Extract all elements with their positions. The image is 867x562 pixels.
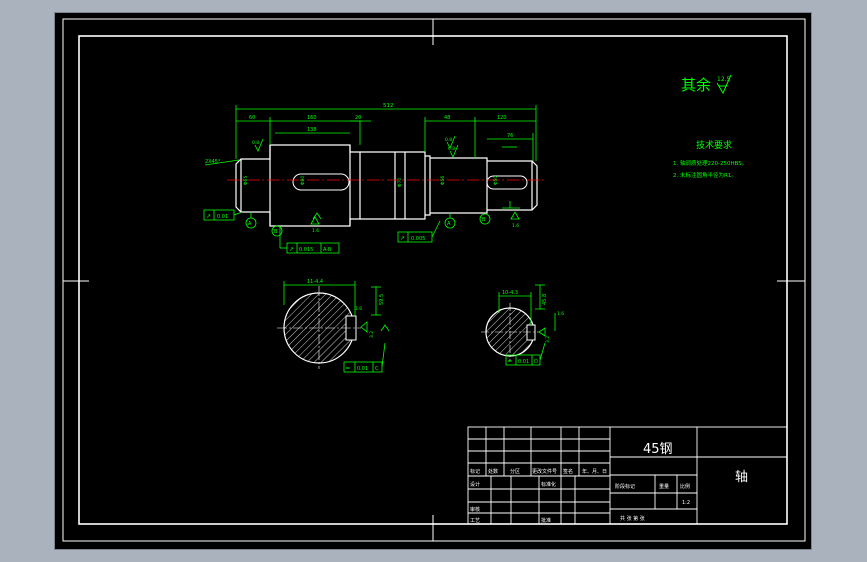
tol-frame-b xyxy=(279,226,340,254)
datum-b2-label: B xyxy=(482,217,486,223)
section-view-a: 11-4.4 59.5 1.6 3.2 ═ 0.01 C xyxy=(277,279,390,373)
roughness-marks xyxy=(254,135,520,225)
title-block: 45钢 轴 标记 处数 分区 更改文件号 签名 年、月、日 设计 标准化 审核 … xyxy=(467,426,788,525)
title-approve: 批准 xyxy=(541,517,551,524)
title-stage: 阶段标记 xyxy=(615,483,635,490)
section-b-tol-value: 0.01 xyxy=(518,359,529,365)
svg-text:分区: 分区 xyxy=(510,468,520,475)
section-a-tol-datum: C xyxy=(375,366,379,372)
section-b-rough2: 3.2 xyxy=(545,336,551,343)
other-roughness-value: 12.5 xyxy=(717,76,731,83)
title-scale-value: 1:2 xyxy=(682,500,690,506)
rough-0.8-b: 0.8 xyxy=(445,137,452,143)
dim-120: 120 xyxy=(497,115,507,121)
diameter-labels: Φ65 Φ80 Φ70 Φ56 Φ50 xyxy=(243,176,499,187)
other-roughness-note: 其余 12.5 xyxy=(681,74,732,95)
section-a-top-dim: 11-4.4 xyxy=(307,279,323,285)
title-sheets: 共 张 第 张 xyxy=(620,515,645,522)
section-a-rough2: 3.2 xyxy=(369,331,375,338)
section-b-tol-symbol: ═ xyxy=(507,358,512,365)
title-material: 45钢 xyxy=(643,442,673,457)
svg-text:Φ56: Φ56 xyxy=(440,176,446,185)
drawing-viewport[interactable]: 其余 12.5 技术要求 1. 轴调质处理220-250HBS。 2. 未标注圆… xyxy=(55,13,811,549)
shaft-outline xyxy=(235,144,538,227)
title-process: 工艺 xyxy=(470,518,480,524)
roughness-symbol-icon xyxy=(716,74,732,95)
title-row-labels: 标记 处数 分区 更改文件号 签名 年、月、日 xyxy=(470,468,607,475)
datum-a2-label: A xyxy=(447,221,451,227)
section-a-tol-symbol: ═ xyxy=(345,365,350,372)
rough-0.8-a: 0.8 xyxy=(252,140,259,146)
tol-a-symbol: ↗ xyxy=(206,213,211,220)
section-b-side-dim: 45.8 xyxy=(542,294,548,305)
section-view-b: 10-4.3 45.8 1.6 3.2 ═ 0.01 D xyxy=(481,284,564,366)
chamfer-leader xyxy=(204,159,240,166)
dim-overall-text: 512 xyxy=(383,103,394,109)
dim-48: 48 xyxy=(444,115,450,121)
keyway-a xyxy=(292,173,350,191)
tol-frame-a xyxy=(203,209,243,221)
svg-text:Φ65: Φ65 xyxy=(243,176,249,185)
rough-1.6-a: 1.6 xyxy=(312,228,319,234)
other-surface-label: 其余 xyxy=(681,76,711,94)
tech-item-2: 2. 未标注圆角半径为R1。 xyxy=(673,171,737,179)
svg-text:年、月、日: 年、月、日 xyxy=(582,468,607,475)
svg-text:更改文件号: 更改文件号 xyxy=(532,468,557,475)
section-b-dims xyxy=(498,284,556,366)
keyway-b xyxy=(486,175,528,190)
tol-frame-c xyxy=(397,220,441,243)
tech-title: 技术要求 xyxy=(696,139,732,151)
tol-c-value: 0.005 xyxy=(411,236,425,242)
datum-markers xyxy=(245,212,491,237)
dim-76: 76 xyxy=(507,133,513,139)
title-review: 审核 xyxy=(470,506,480,513)
rough-0.8-c: 0.8 xyxy=(448,146,455,152)
tol-a-value: 0.01 xyxy=(217,214,228,220)
title-part-name: 轴 xyxy=(735,470,748,485)
tol-b-symbol: ↗ xyxy=(289,246,294,253)
title-standard: 标准化 xyxy=(541,481,556,488)
section-a-tol-value: 0.01 xyxy=(357,366,368,372)
svg-text:标记: 标记 xyxy=(470,468,480,475)
dim-overall xyxy=(235,105,537,161)
chamfer-text: 2X45° xyxy=(205,159,221,165)
section-b-rough: 1.6 xyxy=(557,311,564,317)
title-design: 设计 xyxy=(470,481,480,488)
dim-segments xyxy=(236,117,536,161)
dim-138: 138 xyxy=(307,127,317,133)
keyway-dims xyxy=(502,146,520,209)
outer-frame xyxy=(62,18,806,542)
dim-160: 160 xyxy=(307,115,317,121)
title-scale: 比例 xyxy=(680,483,690,490)
svg-text:签名: 签名 xyxy=(563,468,573,475)
dim-60: 60 xyxy=(249,115,255,121)
section-a-side-dim: 59.5 xyxy=(379,294,385,305)
tol-c-symbol: ↗ xyxy=(400,235,405,242)
title-weight: 重量 xyxy=(659,483,669,490)
shaft-main-view: 512 60 160 138 20 48 120 76 2X45° xyxy=(203,103,547,254)
rough-1.6-b: 1.6 xyxy=(512,223,519,229)
tol-b-value: 0.015 xyxy=(299,247,313,253)
tol-b-datum: A-B xyxy=(323,247,332,253)
tech-requirements: 技术要求 1. 轴调质处理220-250HBS。 2. 未标注圆角半径为R1。 xyxy=(673,139,747,179)
center-marks xyxy=(63,19,805,541)
cad-drawing: 其余 12.5 技术要求 1. 轴调质处理220-250HBS。 2. 未标注圆… xyxy=(62,18,806,542)
svg-text:处数: 处数 xyxy=(488,468,498,475)
section-b-top-dim: 10-4.3 xyxy=(502,290,518,296)
section-b-tol-datum: D xyxy=(534,359,538,365)
svg-text:Φ50: Φ50 xyxy=(493,176,499,185)
svg-text:Φ80: Φ80 xyxy=(300,176,306,185)
section-a-dims xyxy=(283,281,390,373)
dim-20: 20 xyxy=(355,115,361,121)
svg-text:Φ70: Φ70 xyxy=(397,178,403,187)
datum-b-label: B xyxy=(274,229,278,235)
datum-a-label: A xyxy=(248,221,252,227)
tech-item-1: 1. 轴调质处理220-250HBS。 xyxy=(673,159,747,167)
section-a-rough: 1.6 xyxy=(355,306,362,312)
